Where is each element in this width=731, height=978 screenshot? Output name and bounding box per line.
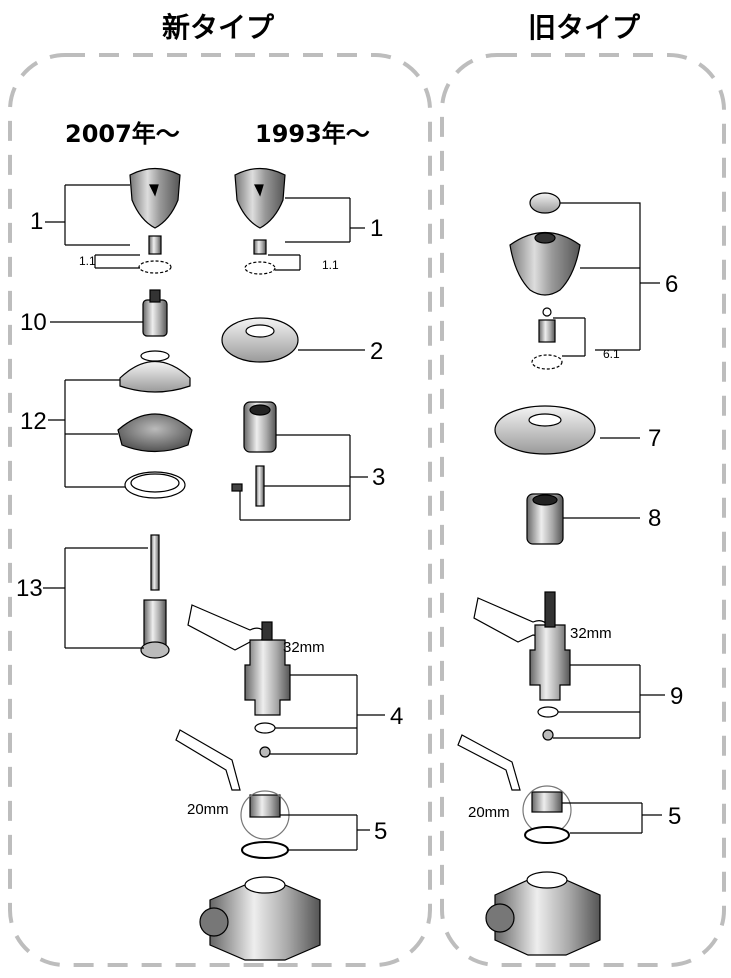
label-part-6: 6 bbox=[665, 271, 679, 298]
star-washer-1993 bbox=[244, 261, 276, 275]
handle-2007 bbox=[129, 167, 181, 229]
adapter-1993 bbox=[253, 239, 267, 255]
ring-12 bbox=[124, 471, 186, 499]
label-part-12: 12 bbox=[20, 408, 47, 435]
subheader-1993: 1993年～ bbox=[255, 120, 370, 148]
label-part-1-1-mid: 1.1 bbox=[322, 258, 339, 272]
o-ring-5 bbox=[241, 841, 289, 859]
label-part-10: 10 bbox=[20, 309, 47, 336]
seat-5 bbox=[249, 794, 281, 818]
spindle-3 bbox=[255, 465, 265, 507]
star-washer-2007 bbox=[138, 260, 172, 274]
seat-5-right bbox=[531, 791, 563, 813]
label-part-1-mid: 1 bbox=[370, 215, 384, 242]
wrench-size-mid: 32mm bbox=[283, 639, 325, 656]
extension-13 bbox=[143, 599, 167, 646]
spindle-adapter-2007 bbox=[148, 235, 162, 255]
rosette-2 bbox=[221, 317, 299, 363]
hex-size-mid: 20mm bbox=[187, 801, 229, 818]
hex-key-mid bbox=[175, 729, 241, 791]
adapter-6 bbox=[538, 319, 556, 343]
label-part-4: 4 bbox=[390, 703, 404, 730]
header-old-type: 旧タイプ bbox=[528, 11, 641, 44]
subheader-2007: 2007年～ bbox=[65, 120, 180, 148]
headpart-4 bbox=[244, 639, 291, 716]
star-washer-6 bbox=[531, 354, 563, 370]
washer-4 bbox=[254, 722, 276, 734]
header-new-type: 新タイプ bbox=[162, 11, 275, 44]
wrench-size-right: 32mm bbox=[570, 625, 612, 642]
label-part-5-right: 5 bbox=[668, 803, 682, 830]
nut-4 bbox=[259, 746, 271, 758]
rosette-7 bbox=[494, 405, 596, 455]
old-type-panel bbox=[440, 53, 726, 967]
new-type-panel bbox=[8, 53, 432, 967]
washer-9 bbox=[537, 706, 559, 718]
label-part-2: 2 bbox=[370, 338, 384, 365]
sleeve-12 bbox=[117, 413, 193, 453]
label-part-7: 7 bbox=[648, 425, 662, 452]
handle-1993 bbox=[234, 167, 286, 229]
rosette-12 bbox=[119, 360, 191, 393]
label-part-6-1: 6.1 bbox=[603, 347, 620, 361]
o-ring-5-right bbox=[524, 826, 570, 844]
label-part-3: 3 bbox=[372, 464, 386, 491]
screw-6 bbox=[542, 307, 552, 317]
handle-6 bbox=[509, 232, 581, 296]
threaded-rod-13 bbox=[150, 534, 160, 591]
headpart-9 bbox=[529, 624, 571, 701]
cap-6 bbox=[529, 192, 561, 214]
hex-key-right bbox=[457, 734, 521, 791]
label-part-8: 8 bbox=[648, 505, 662, 532]
label-part-5-mid: 5 bbox=[374, 818, 388, 845]
label-part-9: 9 bbox=[670, 683, 684, 710]
hex-size-right: 20mm bbox=[468, 804, 510, 821]
sleeve-8 bbox=[526, 493, 564, 545]
label-part-13: 13 bbox=[16, 575, 43, 602]
label-part-1-left: 1 bbox=[30, 208, 44, 235]
label-part-1-1-left: 1.1 bbox=[79, 254, 96, 268]
sleeve-3 bbox=[243, 401, 277, 453]
extension-10 bbox=[142, 299, 168, 337]
nut-9 bbox=[542, 729, 554, 741]
